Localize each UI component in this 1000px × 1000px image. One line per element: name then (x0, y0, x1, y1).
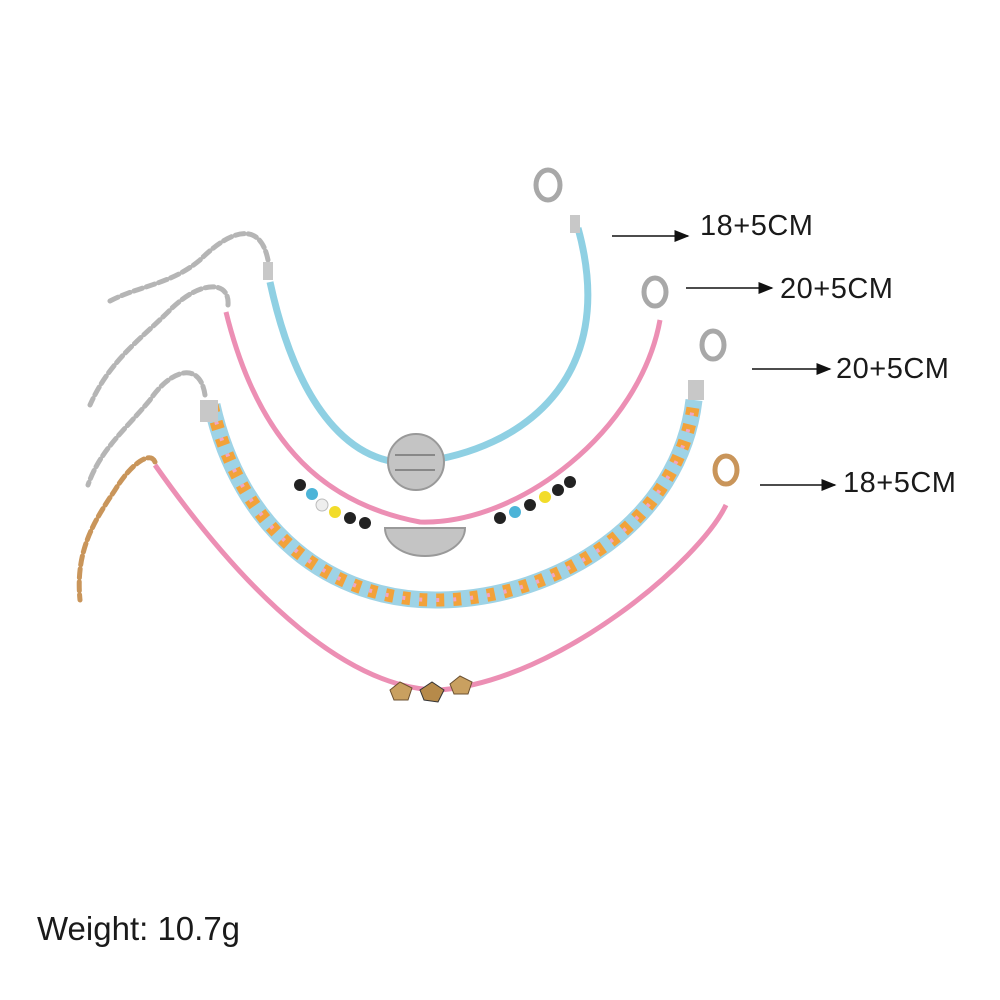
lobster-clasps (200, 167, 740, 487)
pink-beaded-bracelet (223, 311, 663, 525)
silver-chain-2 (87, 284, 231, 408)
braided-bracelet-pink (210, 399, 696, 603)
silver-chain-3 (85, 370, 208, 488)
beads (294, 476, 576, 529)
extension-chains (76, 231, 271, 603)
size-label-4: 18+5CM (843, 467, 957, 499)
watermelon-charm (383, 527, 467, 557)
size-label-2: 20+5CM (780, 273, 894, 305)
gold-chain (76, 455, 158, 603)
arrow-icon (395, 454, 435, 471)
braided-bracelet-orange (205, 399, 701, 607)
braided-bracelet-base (203, 398, 703, 609)
weight-label: Weight: 10.7g (37, 910, 241, 947)
size-arrows (612, 230, 837, 491)
blue-cord-bracelet (266, 227, 592, 467)
silver-chain-1 (105, 231, 271, 305)
size-label-1: 18+5CM (700, 210, 814, 242)
arrow-coin-charm (387, 433, 445, 491)
size-label-3: 20+5CM (836, 353, 950, 385)
gold-beads (389, 675, 473, 703)
